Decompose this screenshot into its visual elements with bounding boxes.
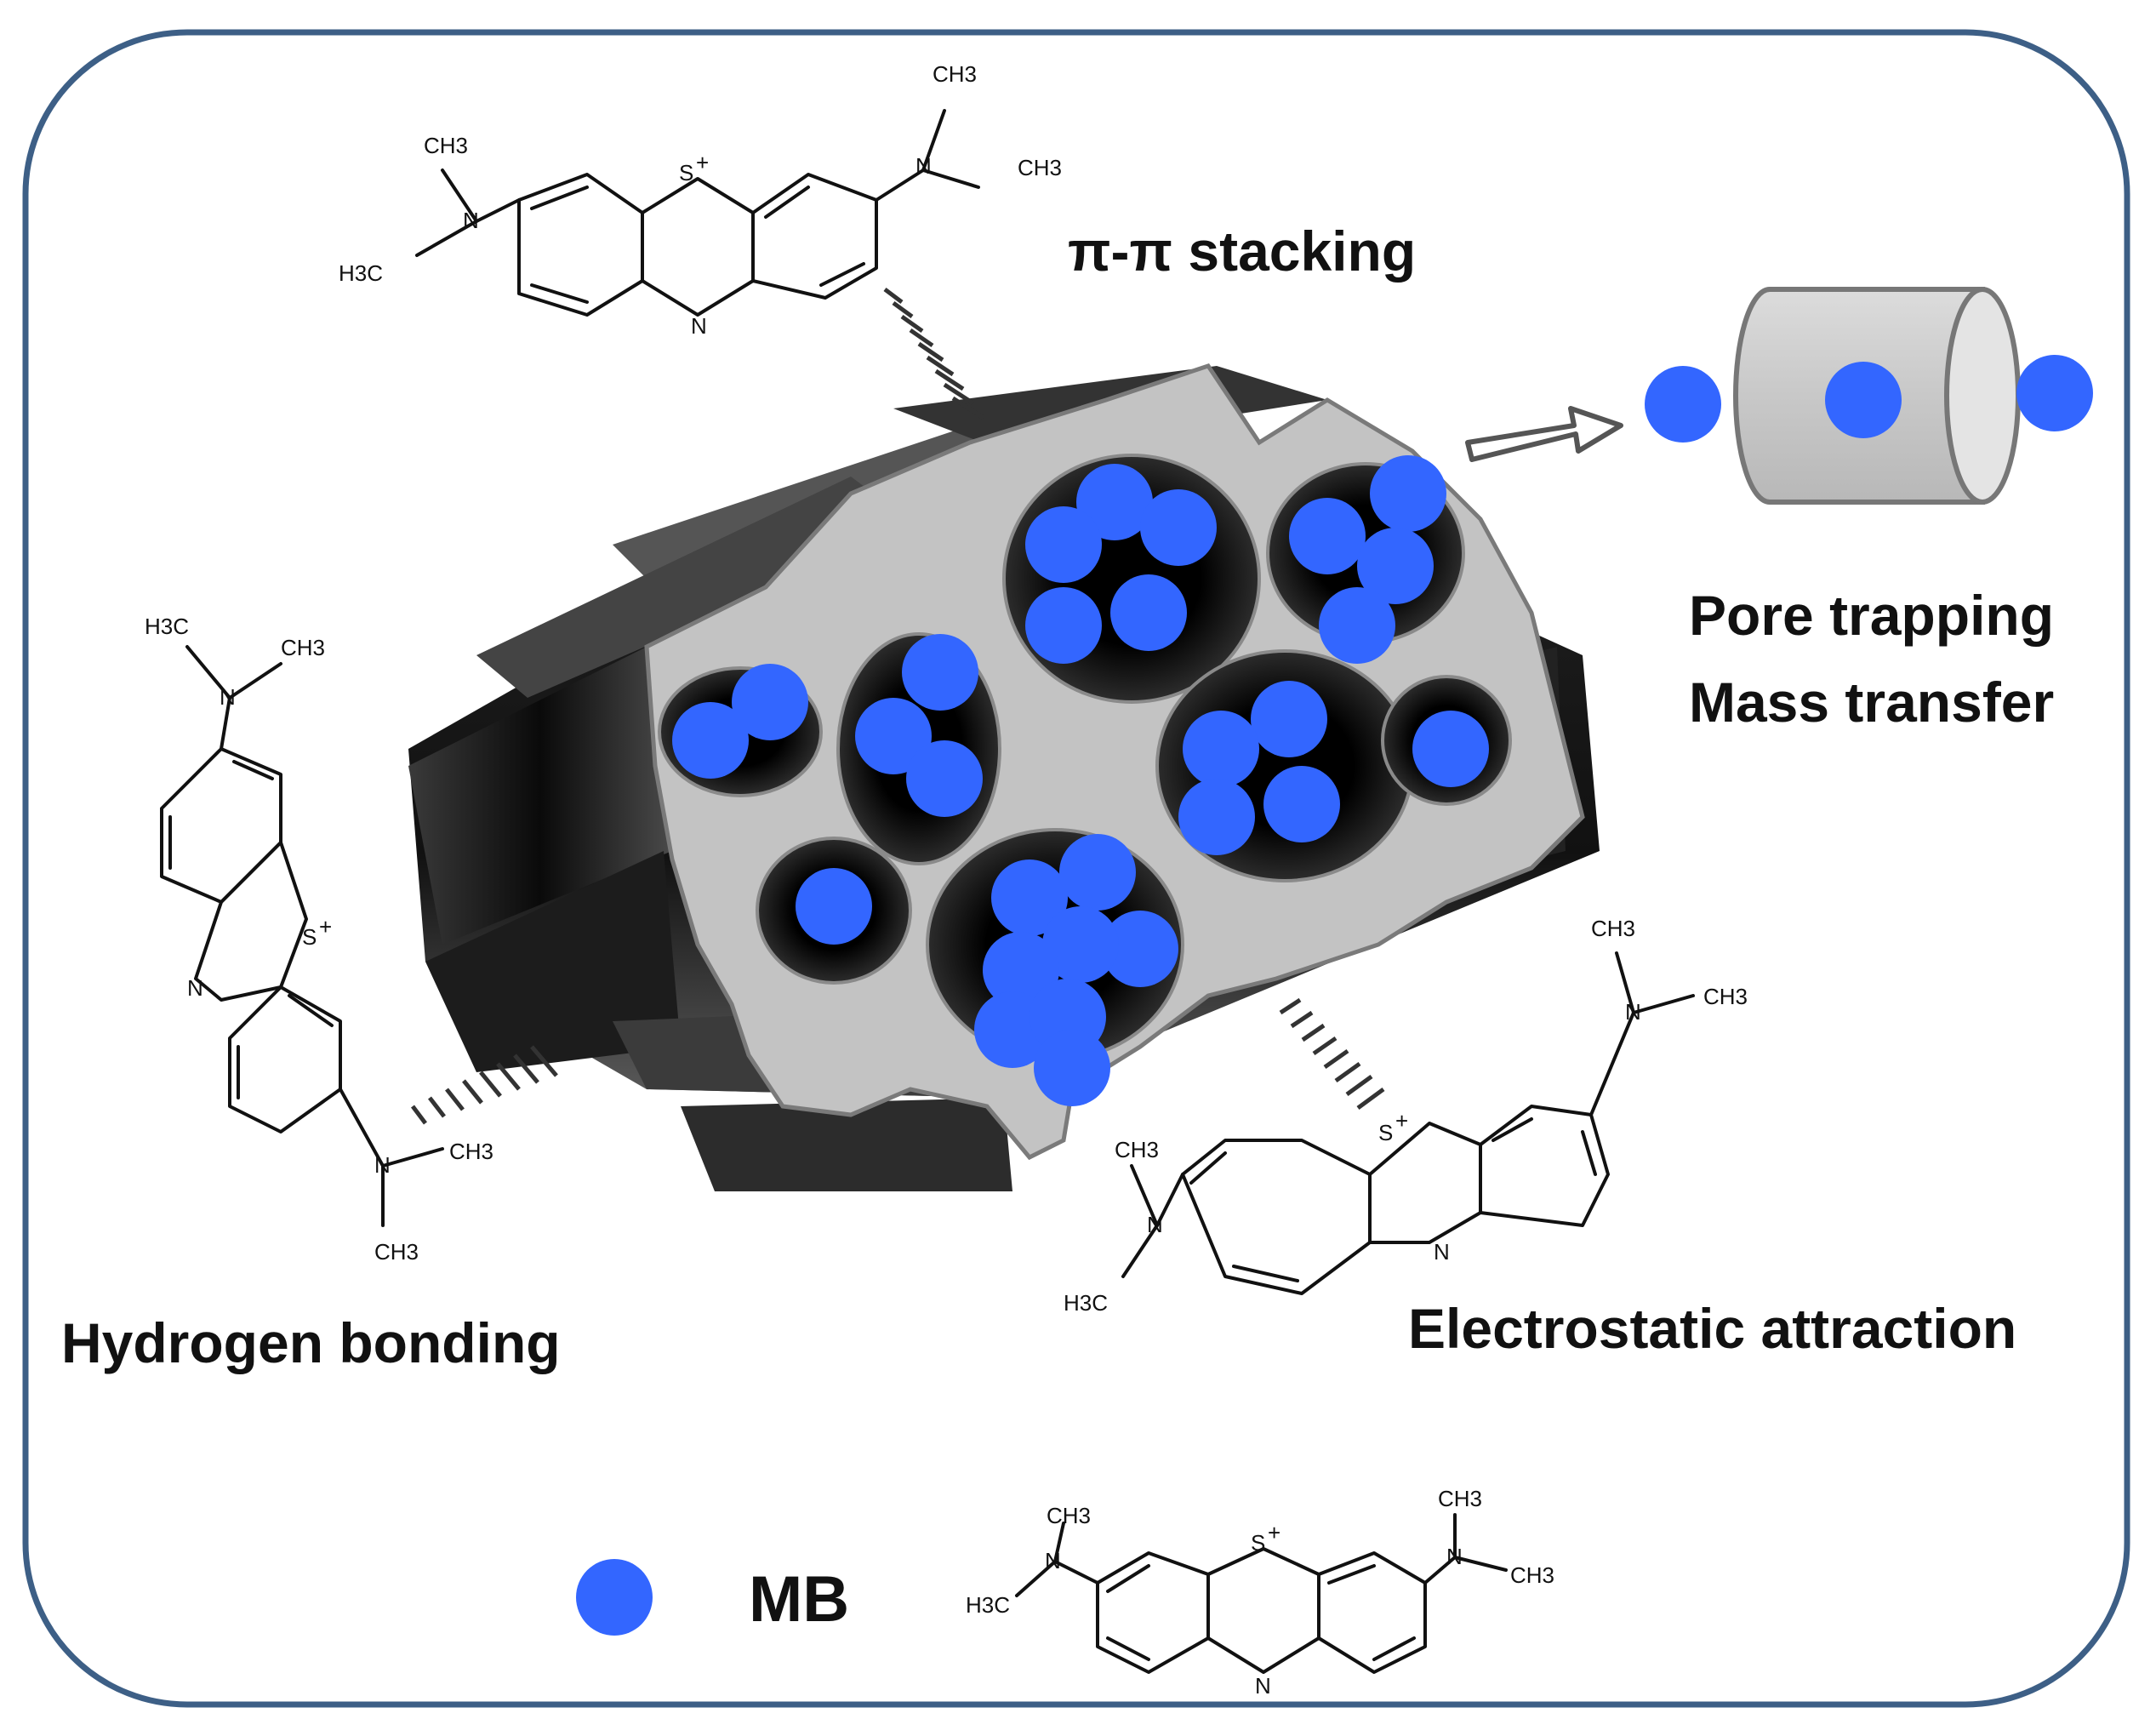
mb-sphere-icon	[1183, 711, 1259, 787]
mb-sphere-icon	[2016, 355, 2093, 431]
mb-sphere-icon	[902, 634, 978, 711]
atom-methyl: CH3	[281, 635, 325, 660]
mb-sphere-icon	[991, 859, 1068, 936]
atom-methyl: CH3	[1703, 984, 1748, 1009]
atom-sulfur: S	[302, 924, 317, 950]
label-mass-transfer: Mass transfer	[1689, 671, 2055, 734]
label-hydrogen-bonding: Hydrogen bonding	[61, 1311, 561, 1374]
atom-methyl: CH3	[449, 1139, 493, 1164]
mb-sphere-icon	[1412, 711, 1489, 787]
mb-sphere-icon	[1251, 681, 1327, 757]
mb-sphere-icon	[1102, 911, 1178, 987]
mb-sphere-icon	[1825, 362, 1902, 438]
mb-spheres-in-pores	[672, 455, 1489, 1106]
atom-methyl: CH3	[1438, 1486, 1482, 1511]
atom-nitrogen: N	[1625, 999, 1641, 1025]
atom-methyl: CH3	[424, 133, 468, 158]
mb-sphere-icon	[1357, 528, 1434, 604]
mb-molecule-top: S + N N N CH3 H3C CH3 CH3	[339, 61, 1062, 339]
mb-molecule-right: S + N N N CH3 H3C CH3 CH3	[1064, 916, 1748, 1316]
mb-sphere-icon	[1025, 506, 1102, 583]
atom-methyl-left: H3C	[966, 1592, 1010, 1618]
atom-charge: +	[319, 914, 332, 939]
label-electrostatic-attraction: Electrostatic attraction	[1408, 1297, 2017, 1360]
mb-sphere-icon	[1076, 464, 1153, 540]
atom-methyl: CH3	[1047, 1503, 1091, 1528]
atom-sulfur: S	[1378, 1120, 1393, 1145]
atom-sulfur: S	[1251, 1530, 1265, 1556]
atom-nitrogen: N	[1446, 1544, 1463, 1569]
atom-nitrogen: N	[220, 684, 236, 710]
mb-sphere-icon	[1289, 498, 1366, 574]
mb-sphere-icon	[1110, 574, 1187, 651]
atom-charge: +	[696, 150, 709, 175]
atom-nitrogen: N	[1434, 1239, 1450, 1265]
mb-sphere-icon	[1059, 834, 1136, 911]
mb-sphere-icon	[855, 698, 932, 774]
atom-methyl: CH3	[1018, 155, 1062, 180]
atom-nitrogen: N	[463, 208, 479, 233]
atom-charge: +	[1268, 1520, 1280, 1545]
atom-nitrogen: N	[187, 975, 203, 1001]
mb-sphere-icon	[732, 664, 808, 740]
mb-sphere-icon	[1140, 489, 1217, 566]
atom-nitrogen: N	[691, 313, 707, 339]
atom-nitrogen: N	[1045, 1548, 1061, 1573]
mb-sphere-icon	[1263, 766, 1340, 842]
mb-sphere-icon	[906, 740, 983, 817]
mb-sphere-icon	[983, 932, 1059, 1008]
mb-sphere-icon	[1645, 366, 1721, 443]
atom-methyl-left: H3C	[339, 260, 383, 286]
hollow-right-arrow-icon	[1465, 406, 1623, 462]
label-pore-trapping: Pore trapping	[1689, 584, 2055, 647]
mb-sphere-icon	[796, 868, 872, 945]
atom-methyl: CH3	[1115, 1137, 1159, 1162]
atom-nitrogen: N	[374, 1152, 391, 1178]
atom-methyl: CH3	[1510, 1562, 1554, 1588]
atom-charge: +	[1395, 1108, 1408, 1134]
mb-sphere-icon	[1178, 779, 1255, 855]
mb-sphere-icon	[1319, 587, 1395, 664]
legend-mb-sphere-icon	[576, 1559, 653, 1636]
atom-methyl: CH3	[1591, 916, 1635, 941]
mb-sphere-icon	[1025, 587, 1102, 664]
atom-nitrogen: N	[1147, 1212, 1163, 1237]
atom-methyl: CH3	[374, 1239, 419, 1265]
mb-sphere-icon	[672, 702, 749, 779]
mb-sphere-icon	[1034, 1030, 1110, 1106]
atom-nitrogen: N	[915, 153, 932, 179]
atom-nitrogen: N	[1255, 1673, 1271, 1699]
legend-mb-label: MB	[749, 1563, 850, 1636]
atom-methyl: CH3	[933, 61, 977, 87]
atom-methyl-left: H3C	[1064, 1290, 1108, 1316]
atom-sulfur: S	[679, 160, 693, 186]
mb-molecule-left: N S + N N H3C CH3 CH3 CH3	[145, 614, 493, 1265]
mb-molecule-legend: S + N N N CH3 H3C CH3 CH3	[966, 1486, 1554, 1699]
label-pi-stacking: π-π stacking	[1068, 220, 1417, 283]
mb-sphere-icon	[1042, 906, 1119, 983]
mb-sphere-icon	[1370, 455, 1446, 532]
atom-methyl-left: H3C	[145, 614, 189, 639]
interaction-connectors	[411, 288, 1385, 1125]
